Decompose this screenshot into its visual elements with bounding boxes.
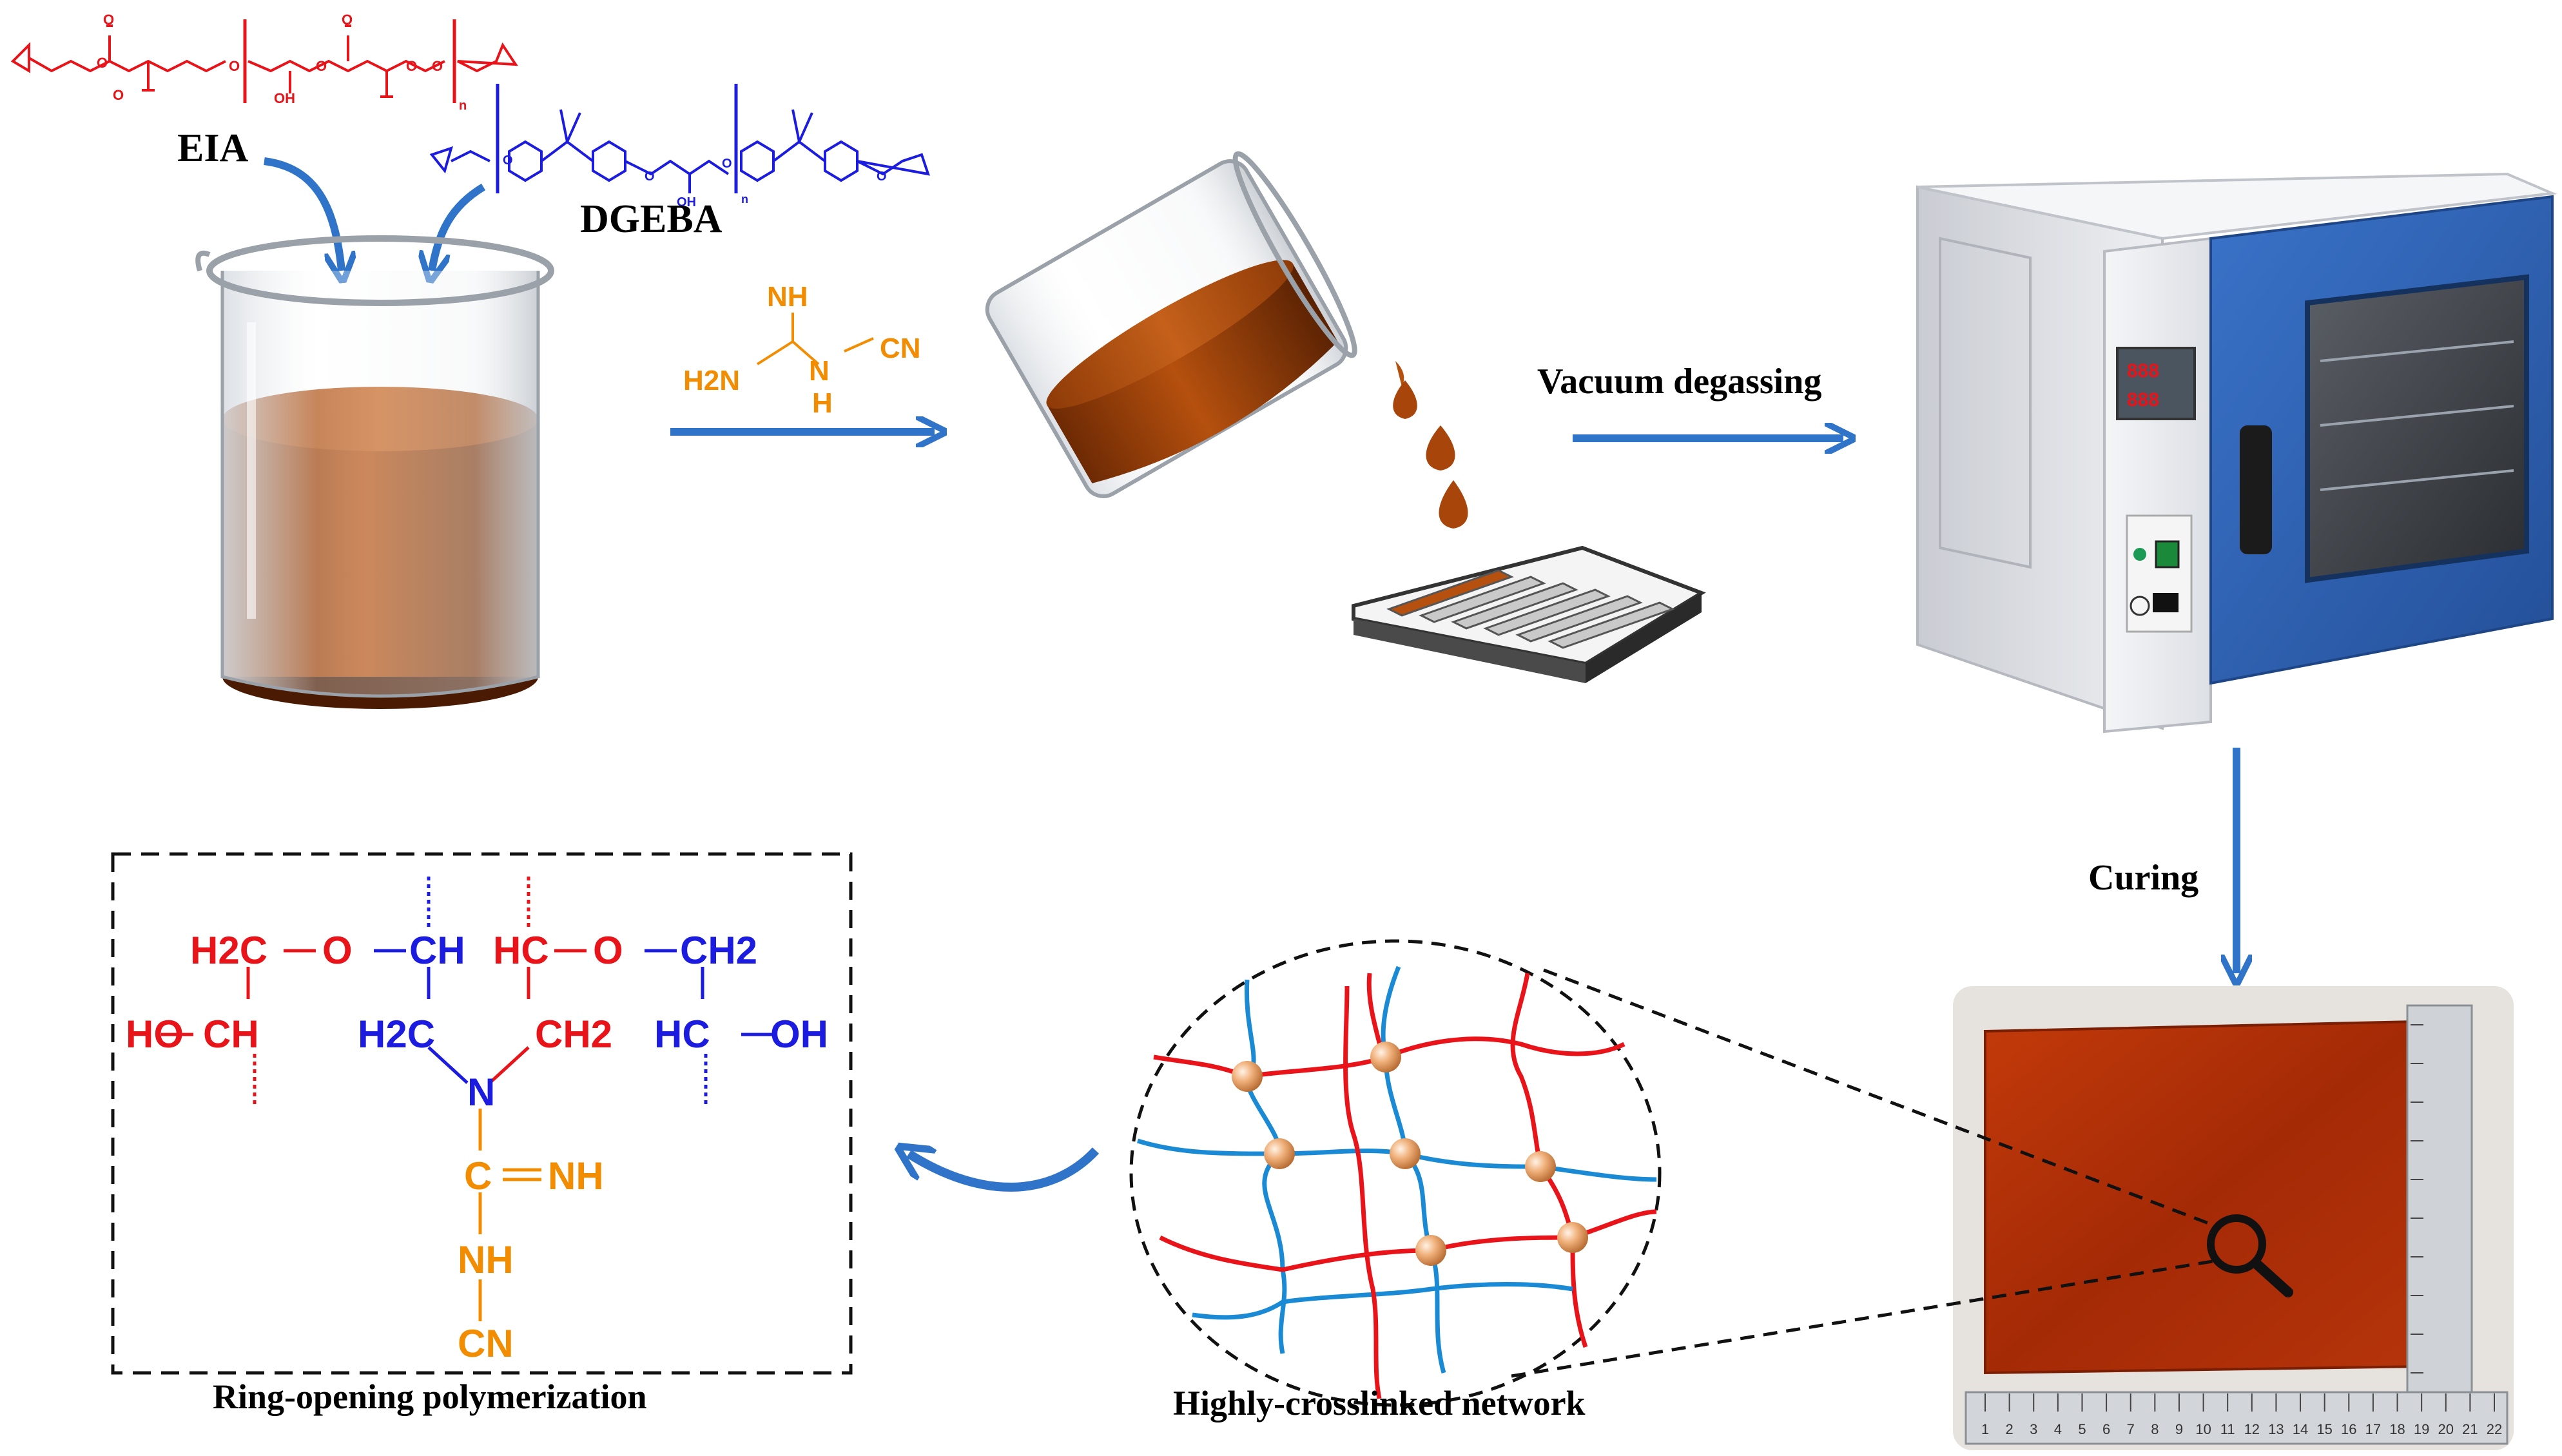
ruler-tick-label: 11 (2220, 1421, 2235, 1437)
ruler-tick-label: 21 (2462, 1421, 2478, 1437)
network-label: Highly-crosslinked network (1173, 1384, 1586, 1422)
beaker (195, 235, 554, 709)
ruler-tick-label: 6 (2102, 1421, 2110, 1437)
ruler-tick-label: 7 (2127, 1421, 2135, 1437)
ruler-tick-label: 13 (2268, 1421, 2284, 1437)
p-nh-imine: NH (548, 1154, 604, 1198)
ruler-tick-label: 3 (2030, 1421, 2037, 1437)
ruler-tick-label: 8 (2151, 1421, 2159, 1437)
svg-text:O: O (113, 87, 124, 103)
svg-text:O: O (722, 157, 732, 171)
zoom-line-top (1543, 968, 2221, 1230)
p-cn: CN (458, 1322, 514, 1365)
ruler-tick-label: 1 (1981, 1421, 1989, 1437)
pouring-beaker (985, 151, 1468, 529)
p-o-2: O (593, 929, 623, 972)
dgeba-label: DGEBA (580, 197, 723, 241)
svg-text:O: O (503, 153, 513, 168)
p-ch2-2: CH2 (535, 1013, 612, 1056)
product-arrow (909, 1150, 1100, 1192)
dgeba-repeat-n: n (741, 193, 748, 206)
p-c-imine: C (464, 1154, 492, 1198)
eia-structure (10, 19, 518, 103)
p-h2c-2: H2C (358, 1013, 435, 1056)
ruler-tick-label: 5 (2078, 1421, 2086, 1437)
dgeba-structure (429, 84, 930, 193)
dgeba-arrow (432, 183, 486, 271)
ruler-tick-label: 20 (2438, 1421, 2454, 1437)
dicy-atoms: NH H2N N H CN (683, 281, 921, 419)
oven: 888 888 (1916, 172, 2557, 733)
p-ch-2: CH (203, 1013, 259, 1056)
dicy-nh-h: H (812, 387, 833, 419)
magnifier-icon (2207, 1214, 2266, 1274)
ruler-tick-label: 2 (2005, 1421, 2013, 1437)
p-hc-1: HC (493, 929, 549, 972)
p-h2c-1: H2C (190, 929, 267, 972)
svg-text:OH: OH (677, 195, 696, 209)
ruler-tick-label: 4 (2054, 1421, 2062, 1437)
svg-text:O: O (342, 12, 353, 28)
svg-text:N: N (809, 355, 830, 387)
dicy-structure (756, 313, 874, 365)
curing-label: Curing (2088, 858, 2198, 898)
dicy-nh-top: NH (767, 281, 808, 313)
ruler-tick-label: 17 (2365, 1421, 2381, 1437)
svg-text:O: O (229, 58, 240, 74)
svg-text:O: O (645, 170, 655, 184)
ruler-tick-label: 10 (2195, 1421, 2211, 1437)
eia-label: EIA (177, 126, 248, 170)
svg-text:O: O (103, 12, 114, 28)
oven-display-2: 888 (2127, 389, 2159, 411)
crosslinked-network (1129, 939, 1662, 1407)
eia-repeat-n: n (459, 99, 467, 113)
vacuum-label: Vacuum degassing (1537, 362, 1821, 402)
svg-text:O: O (97, 55, 108, 71)
ruler-tick-label: 14 (2293, 1421, 2308, 1437)
ruler-tick-label: 22 (2487, 1421, 2502, 1437)
product-atoms: H2C O CH HC O CH2 HO CH H2C CH2 HC OH N … (126, 929, 828, 1365)
p-ch-1: CH (409, 929, 465, 972)
svg-text:OH: OH (274, 90, 295, 106)
svg-text:O: O (432, 58, 443, 74)
svg-text:O: O (877, 170, 887, 184)
ruler-tick-label: 16 (2341, 1421, 2356, 1437)
p-hc-2: HC (654, 1013, 710, 1056)
ruler-tick-label: 15 (2316, 1421, 2332, 1437)
svg-text:O: O (316, 58, 327, 74)
ruler-tick-label: 19 (2414, 1421, 2429, 1437)
product-box (111, 852, 853, 1375)
p-ch2-1: CH2 (680, 929, 757, 972)
p-n: N (467, 1071, 495, 1114)
p-oh: OH (770, 1013, 828, 1056)
ruler-tick-label: 18 (2389, 1421, 2405, 1437)
dgeba-atoms: O O OH O O n (503, 153, 887, 209)
svg-text:O: O (406, 58, 417, 74)
dicy-cn: CN (880, 333, 921, 364)
ruler-tick-label: 9 (2175, 1421, 2183, 1437)
dicy-h2n: H2N (683, 365, 740, 396)
p-nh: NH (458, 1238, 514, 1281)
oven-display-1: 888 (2127, 360, 2159, 382)
ruler-tick-label: 12 (2244, 1421, 2260, 1437)
zoom-line-bottom (1511, 1258, 2221, 1378)
eia-arrow (264, 157, 342, 271)
eia-atoms: O O O O OH O O O O n (97, 12, 467, 113)
ring-opening-label: Ring-opening polymerization (213, 1377, 647, 1416)
p-ho: HO (126, 1013, 184, 1056)
mold (1352, 545, 1706, 683)
product-bonds (161, 877, 773, 1321)
p-o-1: O (322, 929, 353, 972)
